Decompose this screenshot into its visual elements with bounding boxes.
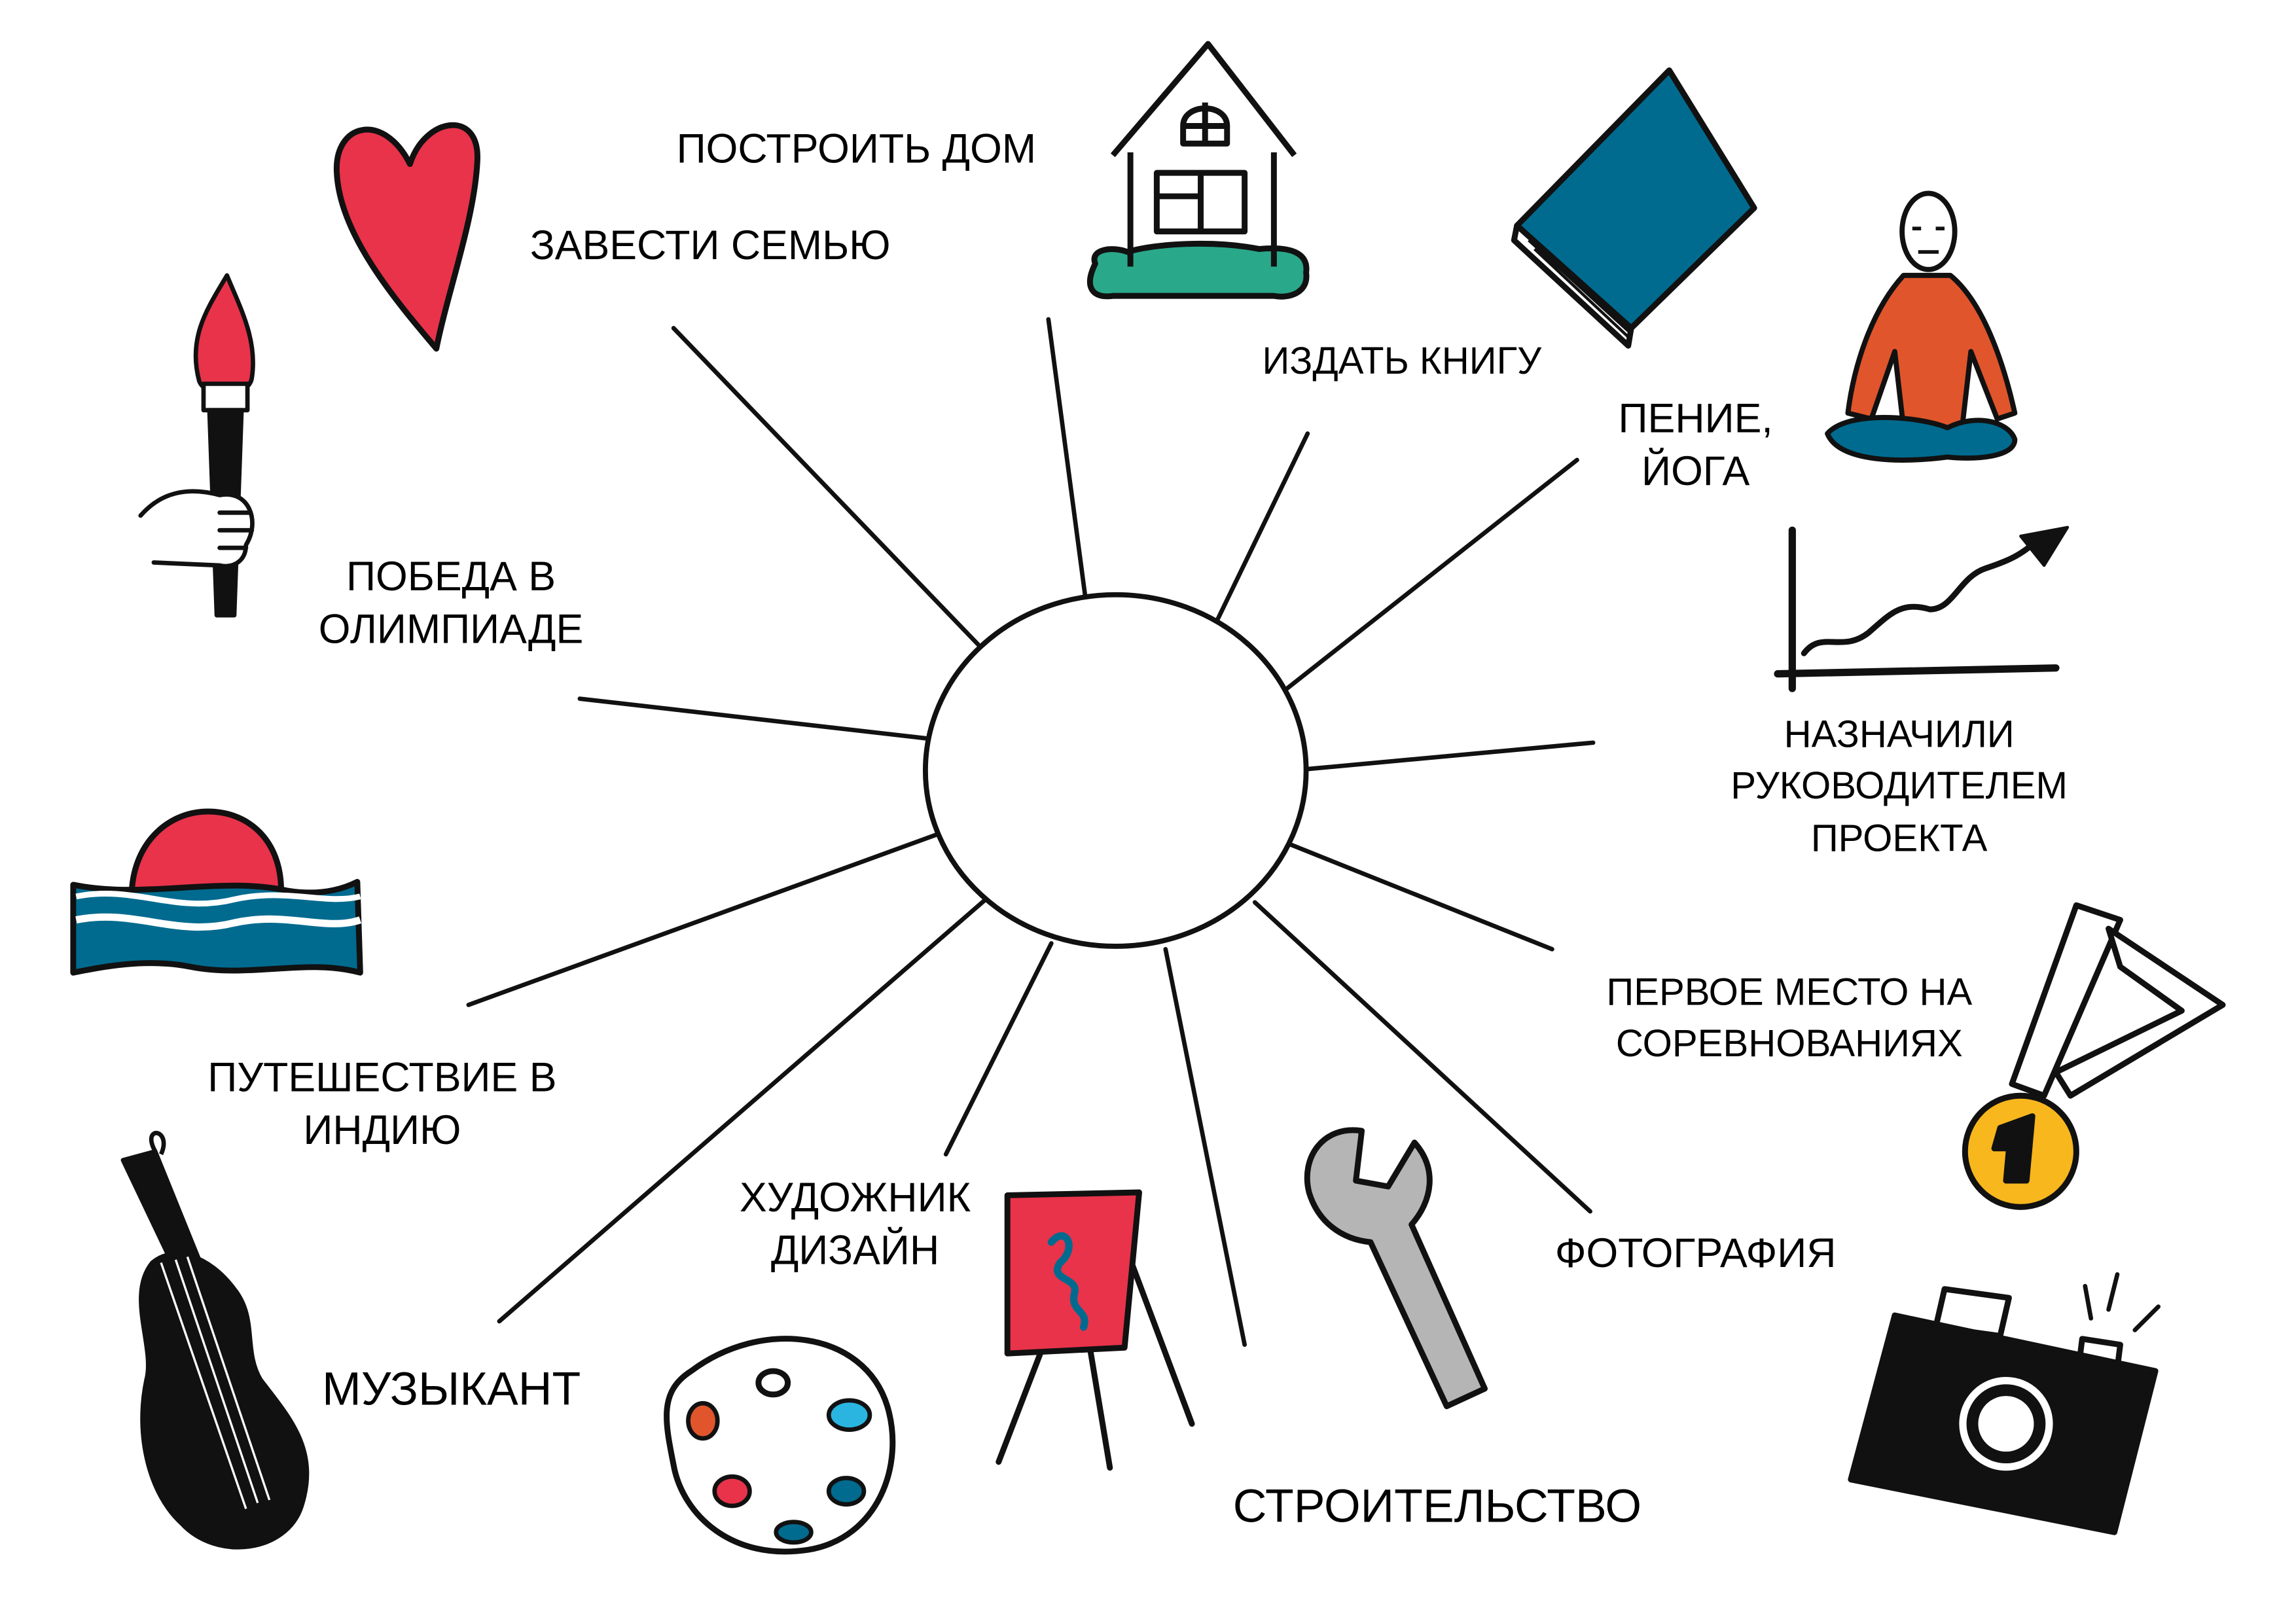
label-first-place-line-2: СОРЕВНОВАНИЯХ — [1615, 1021, 1963, 1066]
label-yoga: ПЕНИЕ, ЙОГА — [1602, 393, 1789, 499]
ray-olympiad — [577, 696, 928, 741]
ray-house — [1046, 317, 1088, 597]
label-india-line-1: ПУТЕШЕСТВИЕ В — [207, 1054, 557, 1100]
label-olympiad-line-2: ОЛИМПИАДЕ — [318, 607, 584, 652]
label-publish-book: ИЗДАТЬ КНИГУ — [1262, 338, 1542, 383]
book-icon — [1511, 67, 1757, 349]
label-artist: ХУДОЖНИК ДИЗАЙН — [706, 1172, 1004, 1279]
ray-yoga — [1285, 457, 1579, 691]
ray-book — [1214, 431, 1310, 624]
label-manager-line-2: РУКОВОДИТЕЛЕМ — [1731, 763, 2068, 808]
label-manager: НАЗНАЧИЛИ РУКОВОДИТЕЛЕМ ПРОЕКТА — [1708, 709, 2091, 864]
label-manager-line-1: НАЗНАЧИЛИ — [1784, 711, 2015, 756]
ray-first-place — [1286, 841, 1554, 952]
label-build-house: ПОСТРОИТЬ ДОМ — [676, 126, 1037, 171]
ray-construction — [1163, 947, 1247, 1347]
palette-icon — [664, 1336, 896, 1555]
label-olympiad-line-1: ПОБЕДА В — [346, 554, 556, 599]
heart-icon — [334, 122, 480, 352]
ray-manager — [1305, 740, 1596, 772]
house-icon — [1086, 41, 1310, 300]
rays — [466, 317, 1596, 1347]
label-construction: СТРОИТЕЛЬСТВО — [1232, 1479, 1642, 1533]
ray-india — [466, 832, 938, 1007]
label-yoga-line-1: ПЕНИЕ, — [1618, 395, 1773, 441]
ray-family — [671, 326, 980, 647]
ray-musician — [497, 899, 986, 1324]
label-india: ПУТЕШЕСТВИЕ В ИНДИЮ — [170, 1052, 595, 1158]
label-family: ЗАВЕСТИ СЕМЬЮ — [529, 223, 891, 268]
meditation-icon — [1825, 190, 2018, 463]
label-artist-line-2: ДИЗАЙН — [770, 1228, 940, 1274]
camera-icon — [1848, 1272, 2161, 1535]
wrench-icon — [1304, 1127, 1488, 1410]
center-circle — [922, 592, 1309, 949]
label-manager-line-3: ПРОЕКТА — [1810, 815, 1988, 860]
sunset-sea-icon — [70, 808, 363, 976]
label-artist-line-1: ХУДОЖНИК — [739, 1175, 971, 1221]
torch-icon — [138, 273, 255, 618]
ray-photography — [1252, 900, 1592, 1214]
easel-icon — [996, 1189, 1195, 1471]
label-first-place-line-1: ПЕРВОЕ МЕСТО НА — [1606, 969, 1973, 1014]
label-india-line-2: ИНДИЮ — [303, 1108, 461, 1154]
label-olympiad: ПОБЕДА В ОЛИМПИАДЕ — [290, 551, 612, 658]
label-yoga-line-2: ЙОГА — [1641, 448, 1750, 495]
label-first-place: ПЕРВОЕ МЕСТО НА СОРЕВНОВАНИЯХ — [1581, 967, 1997, 1070]
growth-chart-icon — [1774, 526, 2070, 692]
violin-icon — [120, 1130, 310, 1550]
ray-artist — [943, 941, 1054, 1157]
label-musician: МУЗЫКАНТ — [322, 1362, 581, 1416]
medal-icon — [1962, 902, 2226, 1210]
label-photography: ФОТОГРАФИЯ — [1554, 1230, 1837, 1276]
